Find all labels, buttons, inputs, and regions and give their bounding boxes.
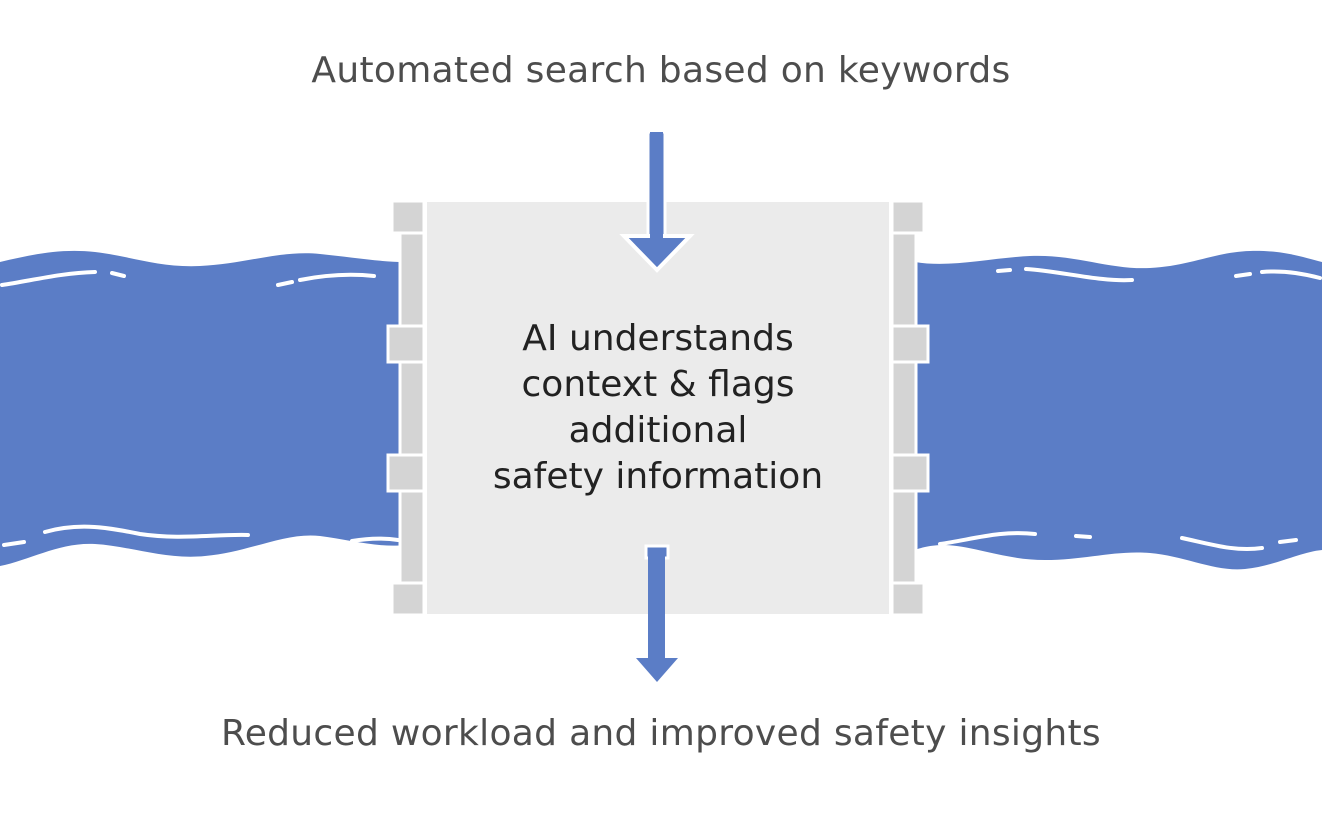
right-stream-ripple bbox=[1074, 534, 1092, 539]
left-stream-ripple bbox=[110, 271, 126, 278]
left-stream-ripple bbox=[298, 272, 376, 282]
right-stream-ripple bbox=[1180, 536, 1264, 552]
output-arrow bbox=[636, 544, 678, 682]
process-label-line: additional bbox=[568, 410, 748, 451]
right-stream-ripple bbox=[1234, 272, 1252, 278]
process-label-line: AI understands bbox=[522, 318, 794, 359]
output-label: Reduced workload and improved safety ins… bbox=[221, 713, 1101, 754]
left-stream-ripple bbox=[43, 524, 250, 539]
left-stream-ripple bbox=[2, 540, 26, 547]
process-label-line: context & flags bbox=[521, 364, 795, 405]
left-stream-ripple bbox=[0, 270, 97, 287]
right-stream-ripple bbox=[1024, 267, 1134, 283]
input-label: Automated search based on keywords bbox=[311, 50, 1011, 91]
left-stream-ripple bbox=[350, 536, 400, 543]
left-stream bbox=[0, 250, 405, 567]
right-stream-ripple bbox=[1260, 269, 1322, 280]
process-label-line: safety information bbox=[492, 456, 824, 497]
right-stream-ripple bbox=[996, 268, 1012, 273]
right-filter-frame bbox=[890, 199, 930, 617]
left-filter-frame bbox=[386, 199, 426, 617]
right-stream-ripple bbox=[1278, 538, 1298, 544]
left-stream-ripple bbox=[276, 280, 294, 287]
left-stream-ripple bbox=[328, 542, 344, 548]
right-stream-ripple bbox=[938, 531, 1037, 546]
input-arrow bbox=[619, 130, 695, 273]
process-label: AI understands context & flags additiona… bbox=[427, 316, 889, 500]
right-stream bbox=[915, 250, 1322, 570]
